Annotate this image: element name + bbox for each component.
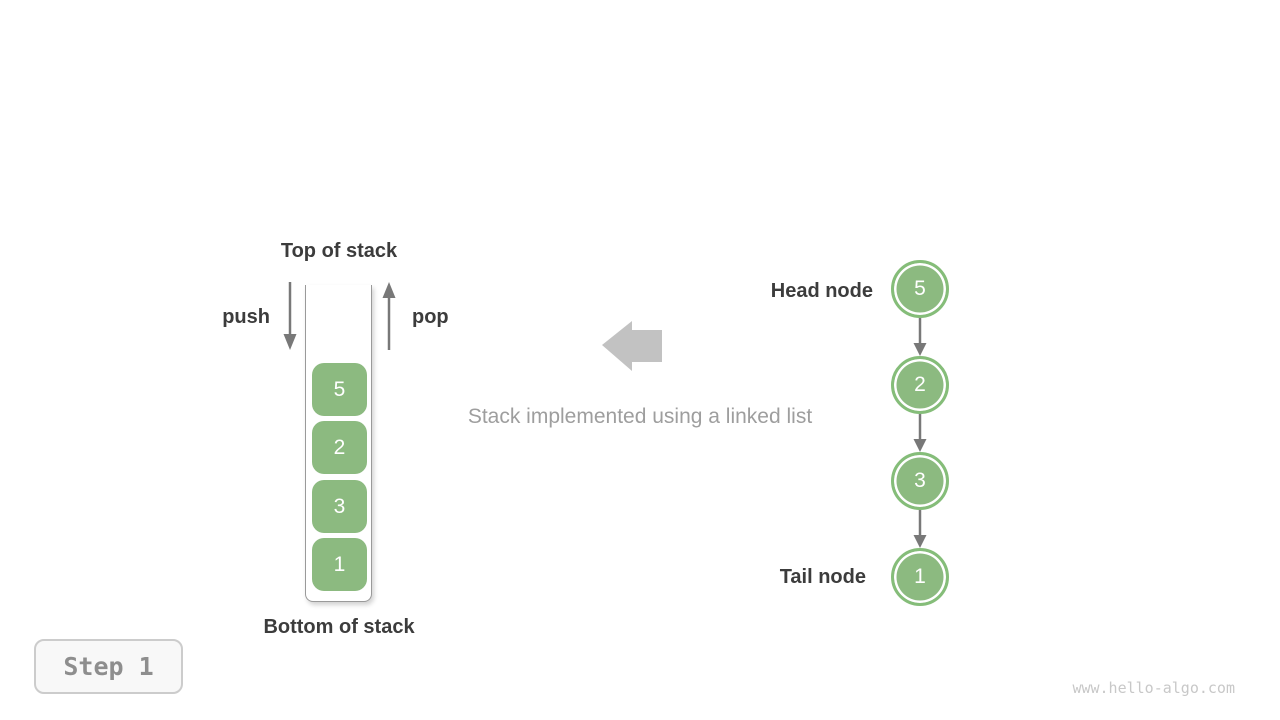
link-arrow-icon	[913, 412, 927, 452]
push-down-arrow-icon	[283, 282, 297, 350]
list-node: 5	[891, 260, 949, 318]
link-arrow-icon	[913, 508, 927, 548]
stack-bottom-label: Bottom of stack	[263, 616, 415, 638]
push-label: push	[222, 306, 270, 328]
pop-up-arrow-icon	[382, 282, 396, 350]
big-left-arrow-icon	[602, 321, 662, 371]
step-badge: Step 1	[34, 639, 183, 694]
stack-item: 2	[312, 421, 367, 474]
list-node: 3	[891, 452, 949, 510]
pop-label: pop	[412, 306, 449, 328]
tail-node-label: Tail node	[779, 566, 866, 588]
watermark-url: www.hello-algo.com	[1072, 679, 1235, 697]
list-node: 1	[891, 548, 949, 606]
stack-top-label: Top of stack	[280, 240, 398, 262]
link-arrow-icon	[913, 316, 927, 356]
head-node-label: Head node	[770, 280, 873, 302]
list-node: 2	[891, 356, 949, 414]
stack-item: 5	[312, 363, 367, 416]
diagram-caption: Stack implemented using a linked list	[467, 405, 813, 428]
stack-item: 1	[312, 538, 367, 591]
step-badge-label: Step 1	[63, 652, 154, 681]
stack-item: 3	[312, 480, 367, 533]
